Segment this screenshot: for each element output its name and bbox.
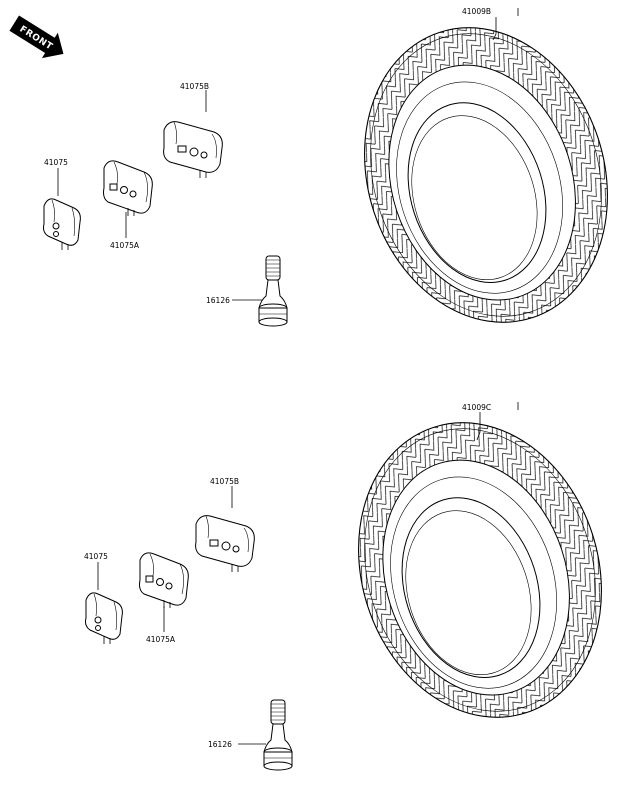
assembly-group-upper: 41009B 41075B 41075A 41075 16126 — [43, 0, 623, 355]
valve-drawing-lower — [263, 699, 293, 771]
label-valve-upper: 16126 — [206, 296, 230, 305]
label-weight-upper: 41075 — [44, 158, 68, 167]
weight-a-drawing-lower — [139, 552, 189, 609]
tire-drawing-lower — [320, 390, 623, 750]
weight-b-drawing-lower — [195, 515, 255, 573]
label-weight-b-upper: 41075B — [180, 82, 209, 91]
weight-b-drawing-upper — [163, 121, 223, 179]
assembly-group-lower: 41009C 41075B 41075A 41075 16126 — [84, 390, 623, 771]
tire-drawing-upper — [326, 0, 623, 355]
label-tire-upper: 41009B — [462, 7, 491, 16]
weight-a-drawing-upper — [103, 160, 153, 217]
weight-drawing-upper — [43, 198, 81, 251]
label-weight-b-lower: 41075B — [210, 477, 239, 486]
label-weight-a-lower: 41075A — [146, 635, 176, 644]
label-tire-lower: 41009C — [462, 403, 491, 412]
front-direction-badge: FRONT — [9, 15, 64, 59]
weight-drawing-lower — [85, 592, 123, 645]
valve-drawing-upper — [258, 255, 288, 327]
label-weight-lower: 41075 — [84, 552, 108, 561]
label-weight-a-upper: 41075A — [110, 241, 140, 250]
label-valve-lower: 16126 — [208, 740, 232, 749]
